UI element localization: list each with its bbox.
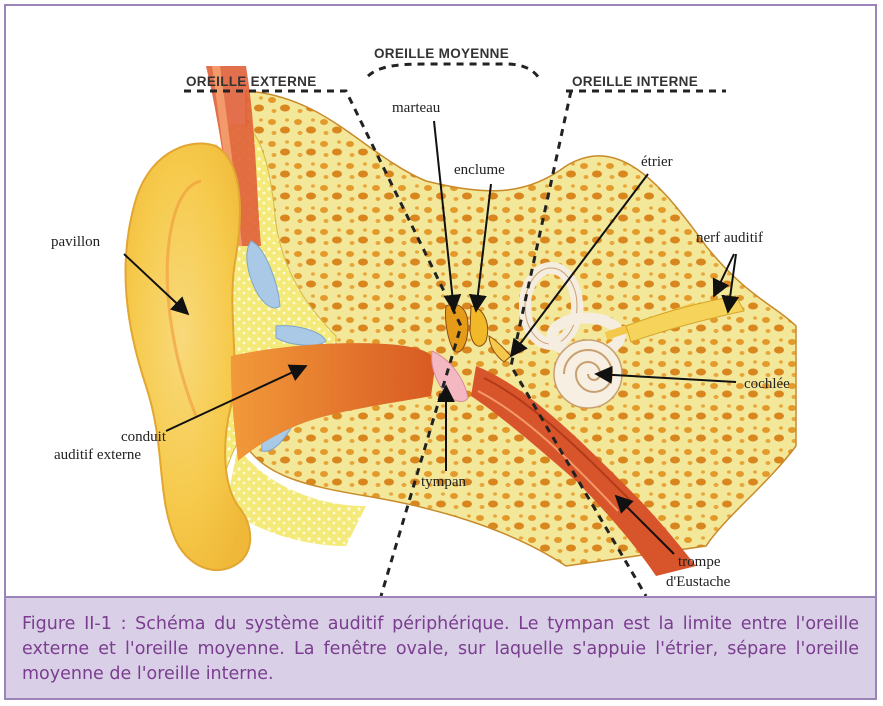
figure-caption: Figure II-1 : Schéma du système auditif … (22, 612, 859, 687)
label-conduit-line1: conduit (121, 429, 167, 445)
label-nerf-auditif: nerf auditif (696, 230, 763, 246)
label-conduit-line2: auditif externe (54, 447, 141, 463)
label-pavillon: pavillon (51, 234, 101, 250)
label-trompe-line2: d'Eustache (666, 574, 731, 590)
label-marteau: marteau (392, 100, 441, 116)
label-enclume: enclume (454, 162, 505, 178)
ear-diagram: OREILLE EXTERNE OREILLE MOYENNE OREILLE … (6, 6, 875, 596)
label-etrier: étrier (641, 154, 673, 170)
region-label-middle: OREILLE MOYENNE (374, 46, 509, 61)
label-cochlee: cochlée (744, 376, 790, 392)
label-tympan: tympan (421, 474, 466, 490)
region-label-external: OREILLE EXTERNE (186, 74, 317, 89)
figure-frame: OREILLE EXTERNE OREILLE MOYENNE OREILLE … (4, 4, 877, 700)
region-label-inner: OREILLE INTERNE (572, 74, 698, 89)
caption-box: Figure II-1 : Schéma du système auditif … (6, 596, 875, 698)
label-trompe-line1: trompe (678, 554, 721, 570)
